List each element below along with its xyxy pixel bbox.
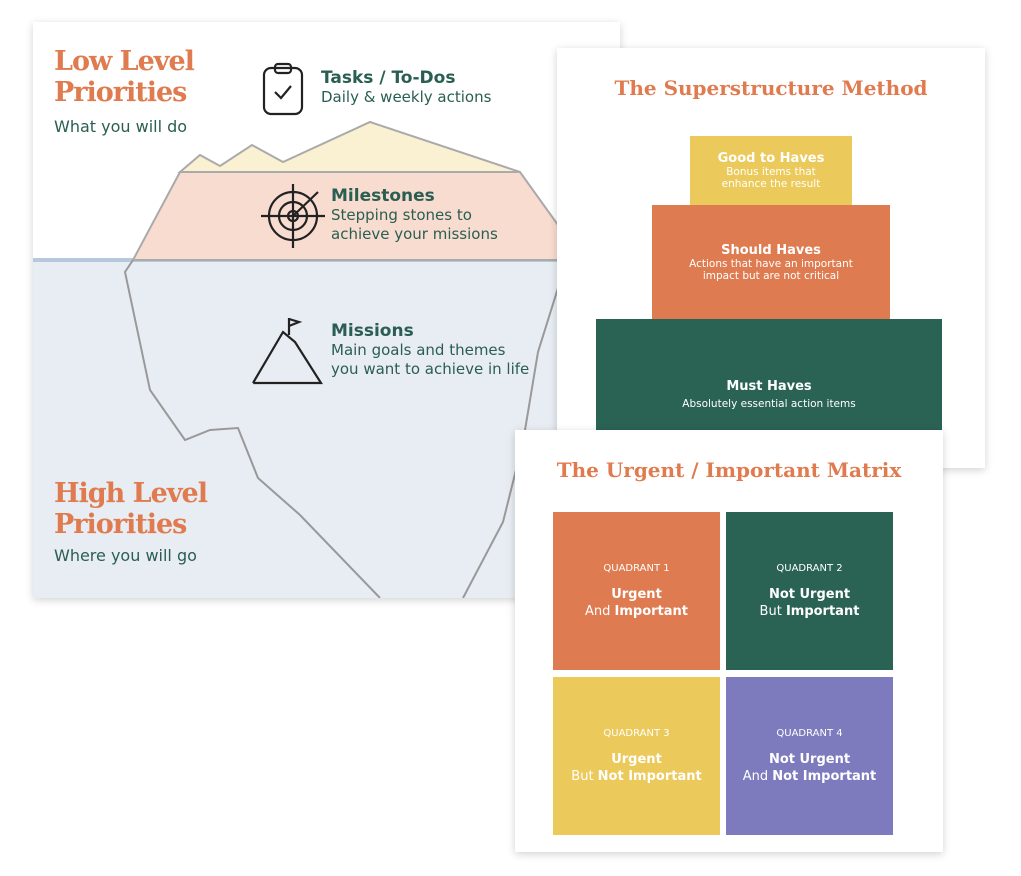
quadrant-3: QUADRANT 3 Urgent But Not Important <box>553 677 720 835</box>
quadrant-line2-prefix: But <box>759 603 786 619</box>
superstructure-title: The Superstructure Method <box>614 76 928 100</box>
quadrant-line2-prefix: And <box>584 603 615 619</box>
quadrant-line2-emphasis: Not Important <box>597 768 702 784</box>
matrix-title: The Urgent / Important Matrix <box>556 458 902 482</box>
quadrant-label: QUADRANT 3 <box>603 727 670 739</box>
quadrant-line2-emphasis: Not Important <box>772 768 877 784</box>
urgent-important-matrix-card: The Urgent / Important Matrix QUADRANT 1… <box>515 430 943 852</box>
quadrant-line2-prefix: But <box>571 768 598 784</box>
quadrant-line1: Not Urgent <box>768 751 851 767</box>
should-haves-desc-2: impact but are not critical <box>702 269 840 282</box>
quadrant-line1: Urgent <box>611 586 662 602</box>
milestones-title: Milestones <box>331 186 435 206</box>
good-to-haves-desc-1: Bonus items that <box>726 166 816 178</box>
missions-title: Missions <box>331 321 414 341</box>
superstructure-card: The Superstructure Method Good to Haves … <box>557 48 985 468</box>
tasks-title: Tasks / To-Dos <box>321 68 456 88</box>
should-haves-title: Should Haves <box>721 242 821 258</box>
milestones-label: Milestones Stepping stones to achieve yo… <box>331 186 498 244</box>
quadrant-label: QUADRANT 4 <box>776 727 843 739</box>
quadrant-line2-prefix: And <box>742 768 773 784</box>
missions-label: Missions Main goals and themes you want … <box>331 321 529 379</box>
good-to-haves-block: Good to Haves Bonus items that enhance t… <box>690 136 852 205</box>
must-haves-title: Must Haves <box>726 379 812 394</box>
should-haves-desc-1: Actions that have an important <box>689 257 853 270</box>
quadrant-label: QUADRANT 2 <box>776 562 843 574</box>
milestones-desc-2: achieve your missions <box>331 225 498 243</box>
tasks-label: Tasks / To-Dos Daily & weekly actions <box>321 68 491 107</box>
should-haves-block: Should Haves Actions that have an import… <box>652 205 890 319</box>
must-haves-desc: Absolutely essential action items <box>682 398 856 410</box>
tasks-desc: Daily & weekly actions <box>321 88 492 106</box>
quadrant-line1: Urgent <box>611 751 662 767</box>
quadrant-4: QUADRANT 4 Not Urgent And Not Important <box>726 677 893 835</box>
quadrant-label: QUADRANT 1 <box>603 562 670 574</box>
quadrant-line2-emphasis: Important <box>614 603 689 619</box>
quadrant-1: QUADRANT 1 Urgent And Important <box>553 512 720 670</box>
high-level-subtitle: Where you will go <box>54 546 197 565</box>
high-level-title-line1: High Level <box>54 478 208 509</box>
low-level-title-line1: Low Level <box>54 46 195 77</box>
good-to-haves-desc-2: enhance the result <box>721 178 821 190</box>
missions-desc-2: you want to achieve in life <box>331 360 530 378</box>
low-level-title-line2: Priorities <box>54 77 187 108</box>
iceberg-card: Low Level Priorities What you will do Ta… <box>33 22 620 598</box>
clipboard-check-icon <box>262 62 304 116</box>
missions-desc-1: Main goals and themes <box>331 341 506 359</box>
good-to-haves-title: Good to Haves <box>717 151 825 166</box>
quadrant-line1: Not Urgent <box>768 586 851 602</box>
quadrant-line2-emphasis: Important <box>785 603 860 619</box>
target-arrow-icon <box>261 184 325 248</box>
milestones-desc-1: Stepping stones to <box>331 206 472 224</box>
high-level-title-line2: Priorities <box>54 509 187 540</box>
quadrant-2: QUADRANT 2 Not Urgent But Important <box>726 512 893 670</box>
low-level-subtitle: What you will do <box>54 117 188 136</box>
mountain-flag-icon <box>252 317 324 385</box>
iceberg-illustration <box>33 62 620 598</box>
